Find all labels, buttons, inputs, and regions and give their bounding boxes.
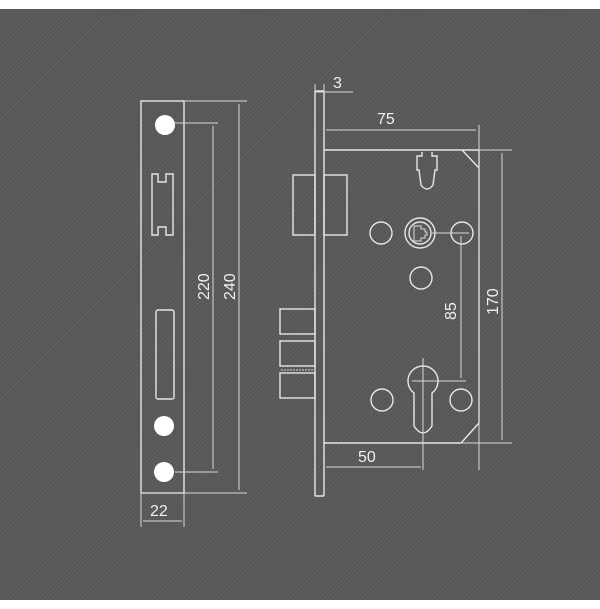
follower-square-spindle	[413, 225, 428, 242]
deadbolt-block-2	[279, 340, 316, 367]
dimension-75-label: 75	[377, 111, 395, 128]
dimension-85: 85	[412, 232, 469, 470]
dimension-75: 75	[326, 111, 480, 470]
top-screw-hole	[155, 115, 175, 135]
dimension-170-label: 170	[485, 288, 502, 315]
deadbolt-block-3	[279, 372, 316, 399]
lower-left-hole	[370, 388, 394, 412]
latch-opening	[151, 173, 174, 236]
case-top-bevel	[461, 149, 480, 169]
dimension-3-label: 3	[333, 75, 342, 92]
follower-inner-ring	[408, 221, 432, 245]
deadbolt-opening	[155, 309, 175, 400]
dimension-50: 50	[326, 449, 421, 468]
dimension-85-label: 85	[443, 302, 460, 320]
dimension-240: 240	[141, 100, 247, 494]
latch-bolt-rear	[323, 174, 348, 236]
dimension-220-label: 220	[196, 273, 213, 300]
dimension-3: 3	[314, 75, 353, 93]
latch-bolt-front	[292, 174, 316, 236]
upper-left-hole	[369, 221, 393, 245]
lower-right-hole	[449, 388, 473, 412]
dimension-240-label: 240	[222, 273, 239, 300]
dimension-170: 170	[461, 149, 512, 444]
top-keyhole-slot	[416, 152, 438, 190]
forend-strip	[314, 90, 325, 497]
faceplate-view: 220 240 22	[140, 100, 247, 527]
middle-hole	[409, 266, 433, 290]
dimension-22: 22	[140, 493, 185, 527]
dimension-50-label: 50	[358, 449, 376, 466]
dimension-220: 220	[175, 122, 218, 473]
drawing-canvas: 220 240 22	[0, 9, 600, 600]
middle-screw-hole	[154, 416, 174, 436]
deadbolt-block-1	[279, 308, 316, 335]
mortise-lock-diagram: 220 240 22	[140, 75, 512, 527]
lock-body-view: 3 75 170 85 50	[279, 75, 512, 497]
bottom-screw-hole	[154, 462, 174, 482]
dimension-22-label: 22	[150, 503, 168, 520]
euro-cylinder-cutout	[407, 365, 439, 434]
